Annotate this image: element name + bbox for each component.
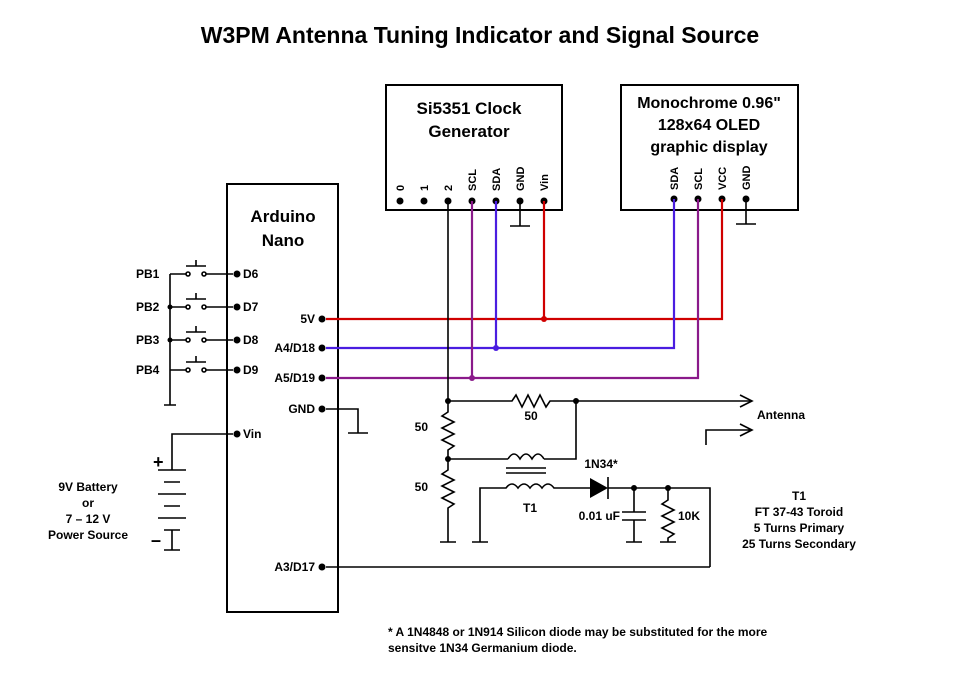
t1-label: T1 <box>523 501 537 515</box>
diode <box>590 478 608 498</box>
pb2-label: PB2 <box>136 300 160 314</box>
arduino-title-line2: Nano <box>262 231 305 250</box>
si5351-title-line2: Generator <box>428 122 510 141</box>
oled-pin-scl: SCL <box>693 168 705 190</box>
pin-a4-d18: A4/D18 <box>274 341 315 355</box>
si-pin-1: 1 <box>419 185 431 191</box>
oled-title-line3: graphic display <box>650 139 767 156</box>
si5351-box <box>385 84 563 211</box>
pin-d6: D6 <box>243 267 259 281</box>
oled-title-line1: Monochrome 0.96" <box>637 95 781 112</box>
battery-minus: – <box>151 530 161 550</box>
arduino-right-pins: 5V A4/D18 A5/D19 GND A3/D17 <box>274 312 326 574</box>
r-load <box>660 488 676 543</box>
pb3-label: PB3 <box>136 333 160 347</box>
oled-pin-sda: SDA <box>669 167 681 190</box>
pb1-label: PB1 <box>136 267 160 281</box>
t1-note-line3: 5 Turns Primary <box>754 521 845 535</box>
antenna-label: Antenna <box>757 408 805 422</box>
oled-gnd-wire <box>736 199 756 225</box>
vcc-wire <box>326 199 724 321</box>
battery-line3: 7 – 12 V <box>66 512 111 526</box>
r-bottom <box>440 459 456 543</box>
pb4-label: PB4 <box>136 363 160 377</box>
footnote-line1: * A 1N4848 or 1N914 Silicon diode may be… <box>388 625 768 639</box>
oled-pin-gnd: GND <box>741 166 753 191</box>
r-load-label: 10K <box>678 509 700 523</box>
series-resistor <box>448 393 752 409</box>
pin-a5-d19: A5/D19 <box>274 371 315 385</box>
battery-plus: + <box>153 452 164 472</box>
diode-label: 1N34* <box>584 457 618 471</box>
cap-label: 0.01 uF <box>579 509 620 523</box>
si-pin-0: 0 <box>395 185 407 191</box>
scl-wire <box>326 199 700 380</box>
si5351-title-line1: Si5351 Clock <box>417 99 522 118</box>
pin-d8: D8 <box>243 333 259 347</box>
pin-a3-d17: A3/D17 <box>274 560 315 574</box>
oled-title-line2: 128x64 OLED <box>658 117 760 134</box>
r-top-label: 50 <box>415 420 429 434</box>
si5351-gnd-wire <box>510 201 530 227</box>
pin-vin: Vin <box>243 427 261 441</box>
battery-symbol: + – <box>151 433 233 551</box>
battery-line1: 9V Battery <box>58 480 118 494</box>
oled-box <box>620 84 799 211</box>
si-pin-vin: Vin <box>539 174 551 191</box>
footnote-line2: sensitve 1N34 Germanium diode. <box>388 641 577 655</box>
t1-primary <box>448 401 577 461</box>
arduino-nano-box <box>226 183 339 613</box>
antenna-arrow <box>739 394 754 408</box>
pin-5v: 5V <box>300 312 315 326</box>
r-series-label: 50 <box>524 409 538 423</box>
antenna-ground-arrow <box>705 423 754 445</box>
r-top <box>440 401 456 459</box>
t1-note-line4: 25 Turns Secondary <box>742 537 856 551</box>
t1-note-line1: T1 <box>792 489 806 503</box>
r-bottom-label: 50 <box>415 480 429 494</box>
t1-core <box>506 467 546 474</box>
arduino-gnd-wire <box>326 408 368 434</box>
battery-line2: or <box>82 496 94 510</box>
si-pin-scl: SCL <box>467 169 479 191</box>
si-pin-2: 2 <box>443 185 455 191</box>
pin-gnd: GND <box>288 402 315 416</box>
arduino-left-pins: D6 D7 D8 D9 Vin <box>233 267 261 441</box>
oled-pins: SDA SCL VCC GND <box>669 166 753 203</box>
sda-wire <box>326 199 676 350</box>
battery-line4: Power Source <box>48 528 128 542</box>
t1-secondary <box>472 483 590 543</box>
si-pin-gnd: GND <box>515 167 527 192</box>
si-pin-sda: SDA <box>491 168 503 191</box>
oled-pin-vcc: VCC <box>717 167 729 190</box>
pin-d9: D9 <box>243 363 259 377</box>
t1-note-line2: FT 37-43 Toroid <box>755 505 843 519</box>
pin-d7: D7 <box>243 300 259 314</box>
diagram-title: W3PM Antenna Tuning Indicator and Signal… <box>201 22 759 48</box>
push-buttons: PB1 PB2 PB3 PB4 <box>136 260 233 406</box>
arduino-title-line1: Arduino <box>250 207 315 226</box>
capacitor <box>622 488 646 543</box>
